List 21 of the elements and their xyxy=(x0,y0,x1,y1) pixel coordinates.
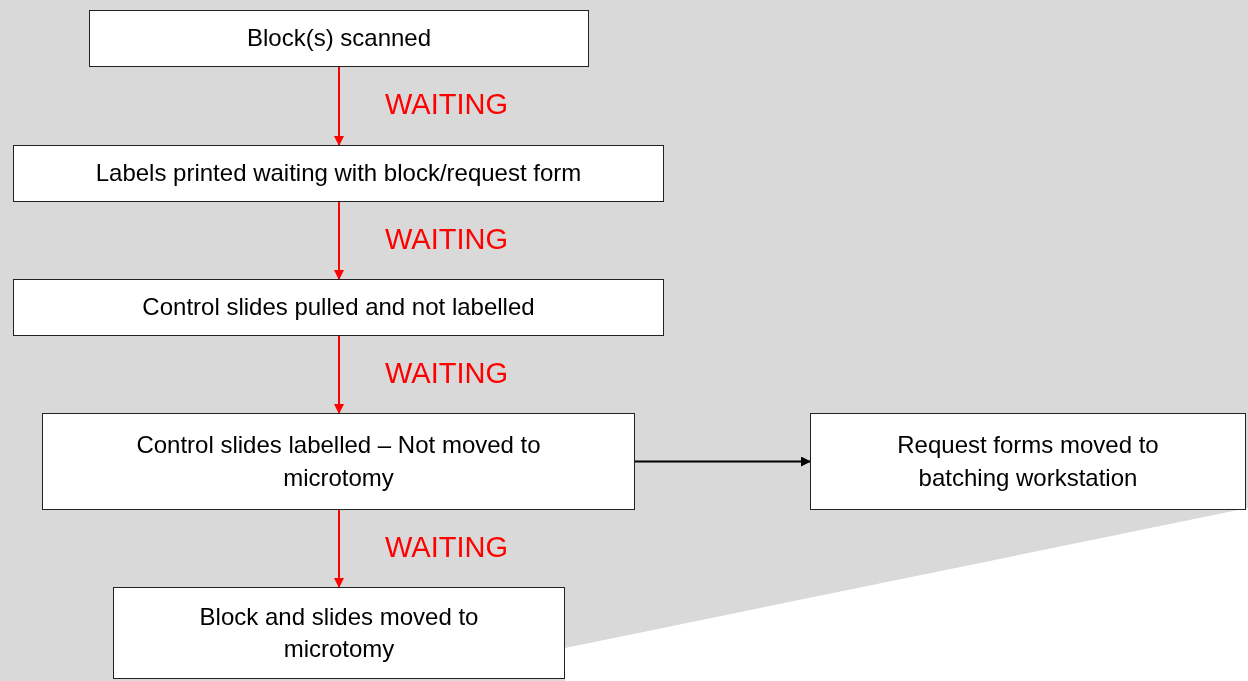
step-text: Request forms moved to batching workstation xyxy=(896,430,1160,493)
process-box xyxy=(42,413,635,510)
edge-label: WAITING xyxy=(385,88,508,121)
arrow xyxy=(334,66,344,146)
process-box xyxy=(89,10,589,67)
arrow xyxy=(334,201,344,280)
step-text: Control slides pulled and not labelled xyxy=(142,292,535,323)
arrow xyxy=(334,509,344,588)
step-text: Labels printed waiting with block/request form xyxy=(95,158,582,189)
step-text: Control slides labelled – Not moved to microtomy xyxy=(135,430,542,493)
arrow xyxy=(334,335,344,414)
step-text: Block and slides moved to microtomy xyxy=(198,601,480,664)
process-box xyxy=(113,587,565,679)
step-text: Block(s) scanned xyxy=(246,23,432,54)
process-box xyxy=(810,413,1246,510)
edge-label: WAITING xyxy=(385,530,508,564)
edge-label: WAITING xyxy=(385,222,508,256)
process-box xyxy=(13,279,664,336)
arrow xyxy=(634,456,811,467)
process-box xyxy=(13,145,664,202)
edge-label: WAITING xyxy=(385,356,508,390)
